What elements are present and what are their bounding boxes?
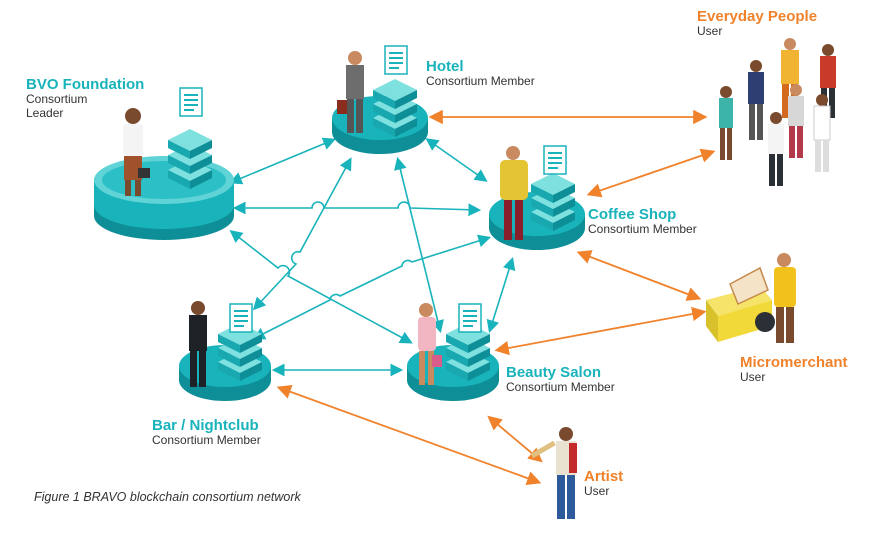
node-role: Consortium Member bbox=[506, 380, 615, 395]
person-icon bbox=[719, 86, 733, 160]
node-role: Consortium bbox=[26, 92, 88, 107]
node-beauty-salon bbox=[407, 303, 499, 401]
node-role: Consortium Member bbox=[588, 222, 697, 237]
node-name: Bar / Nightclub bbox=[152, 417, 259, 434]
user-role: User bbox=[584, 484, 610, 499]
person-icon bbox=[813, 94, 831, 172]
node-role: Consortium Member bbox=[152, 433, 261, 448]
artist-figure bbox=[530, 427, 577, 519]
person-icon bbox=[500, 146, 528, 240]
document-icon bbox=[179, 87, 203, 117]
link-hotel-coffee bbox=[425, 138, 488, 182]
link-salon-micro bbox=[494, 306, 707, 356]
person-icon bbox=[337, 51, 364, 133]
link-bar-artist bbox=[276, 384, 542, 486]
label-hotel: Hotel Consortium Member bbox=[426, 58, 535, 89]
link-hotel-bar bbox=[252, 157, 352, 311]
user-name: Micromerchant bbox=[740, 354, 848, 371]
user-name: Artist bbox=[584, 468, 624, 485]
person-icon bbox=[530, 427, 577, 519]
node-role: Leader bbox=[26, 106, 64, 121]
link-coffee-micro bbox=[576, 250, 702, 301]
figure-caption: Figure 1 BRAVO blockchain consortium net… bbox=[34, 490, 301, 504]
label-bvo-foundation: BVO Foundation Consortium Leader bbox=[26, 76, 144, 121]
document-icon bbox=[543, 145, 567, 175]
label-micromerchant: Micromerchant User bbox=[740, 354, 848, 385]
node-name: Coffee Shop bbox=[588, 206, 677, 223]
link-bvo-coffee bbox=[232, 201, 482, 217]
label-coffee-shop: Coffee Shop Consortium Member bbox=[588, 206, 697, 237]
person-icon bbox=[768, 112, 784, 186]
link-coffee-bar bbox=[252, 234, 492, 340]
person-icon bbox=[418, 303, 442, 385]
person-icon bbox=[788, 84, 804, 158]
node-name: Beauty Salon bbox=[506, 364, 602, 381]
user-name: Everyday People bbox=[697, 8, 818, 25]
consortium-links bbox=[229, 137, 516, 377]
user-links bbox=[276, 109, 716, 486]
node-hotel bbox=[332, 45, 428, 154]
link-coffee-salon bbox=[486, 256, 516, 334]
link-salon-artist bbox=[487, 415, 543, 463]
person-icon bbox=[123, 108, 150, 196]
document-icon bbox=[229, 303, 253, 333]
node-bar-nightclub bbox=[179, 301, 271, 401]
person-icon bbox=[189, 301, 207, 387]
node-coffee-shop bbox=[489, 145, 585, 250]
node-name: BVO Foundation bbox=[26, 76, 145, 93]
person-icon bbox=[748, 60, 764, 140]
label-beauty-salon: Beauty Salon Consortium Member bbox=[506, 364, 615, 395]
document-icon bbox=[384, 45, 408, 75]
cart-icon bbox=[706, 266, 775, 342]
link-bvo-hotel bbox=[229, 137, 336, 185]
user-role: User bbox=[740, 370, 766, 385]
person-icon bbox=[774, 253, 796, 343]
user-role: User bbox=[697, 24, 723, 39]
node-bvo-foundation bbox=[94, 87, 234, 240]
link-bvo-salon bbox=[229, 230, 413, 344]
node-name: Hotel bbox=[426, 58, 464, 75]
label-artist: Artist User bbox=[584, 468, 623, 499]
link-coffee-people bbox=[586, 148, 716, 198]
document-icon bbox=[458, 303, 482, 333]
node-role: Consortium Member bbox=[426, 74, 535, 89]
micromerchant-cart bbox=[706, 253, 796, 343]
label-bar-nightclub: Bar / Nightclub Consortium Member bbox=[152, 417, 261, 448]
link-hotel-salon bbox=[394, 156, 444, 334]
everyday-people-group bbox=[719, 38, 836, 186]
label-everyday-people: Everyday People User bbox=[697, 8, 817, 39]
